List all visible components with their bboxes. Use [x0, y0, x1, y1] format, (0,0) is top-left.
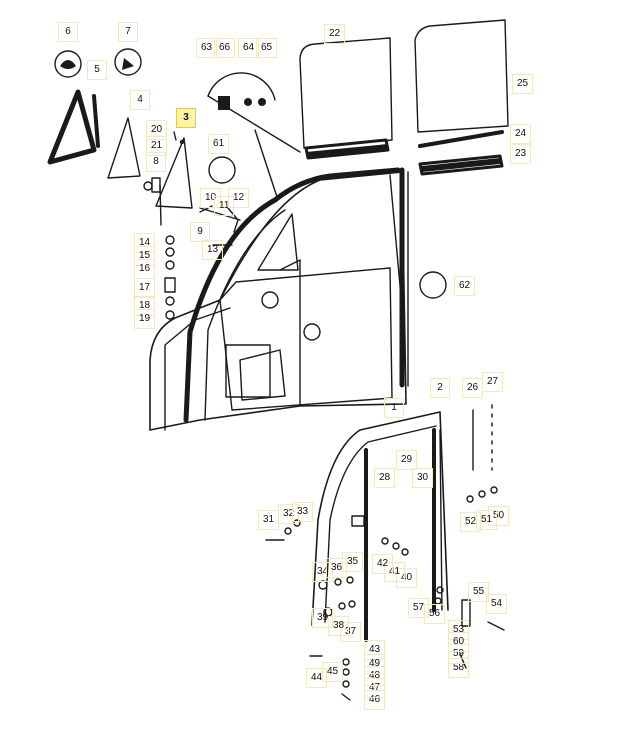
window-glass-25: [414, 19, 509, 133]
part-label-27[interactable]: 27: [482, 372, 504, 392]
window-channel-front: [183, 167, 401, 423]
part-label-25[interactable]: 25: [512, 74, 534, 94]
part-label-22[interactable]: 22: [324, 24, 346, 44]
part-label-56[interactable]: 56: [424, 604, 446, 624]
part-label-5[interactable]: 5: [87, 60, 107, 80]
detail-circle-6: [54, 50, 82, 78]
part-label-40[interactable]: 40: [396, 568, 418, 588]
part-label-51[interactable]: 51: [476, 510, 498, 530]
part-label-18[interactable]: 18: [134, 296, 156, 316]
part-label-31[interactable]: 31: [258, 510, 280, 530]
part-label-32[interactable]: 32: [278, 504, 300, 524]
part-label-52[interactable]: 52: [460, 512, 482, 532]
part-label-37[interactable]: 37: [340, 622, 362, 642]
part-label-55[interactable]: 55: [468, 582, 490, 602]
part-label-35[interactable]: 35: [342, 552, 364, 572]
part-label-9[interactable]: 9: [190, 222, 210, 242]
part-label-42[interactable]: 42: [372, 554, 394, 574]
window-glass-22: [299, 37, 393, 149]
part-label-34[interactable]: 34: [312, 562, 334, 582]
part-label-6[interactable]: 6: [58, 22, 78, 42]
vent-glass: [155, 137, 193, 209]
part-label-1[interactable]: 1: [384, 398, 404, 418]
part-label-2[interactable]: 2: [430, 378, 450, 398]
vent-window-frame: [107, 117, 141, 179]
part-label-16[interactable]: 16: [134, 259, 156, 279]
part-label-59[interactable]: 59: [448, 644, 470, 664]
part-label-10[interactable]: 10: [200, 188, 222, 208]
part-label-60[interactable]: 60: [448, 632, 470, 652]
part-label-53[interactable]: 53: [448, 620, 470, 640]
part-label-19[interactable]: 19: [134, 309, 156, 329]
part-label-21[interactable]: 21: [146, 136, 168, 156]
part-label-8[interactable]: 8: [146, 152, 166, 172]
part-label-54[interactable]: 54: [486, 594, 508, 614]
part-label-12[interactable]: 12: [228, 188, 250, 208]
part-label-63[interactable]: 63: [196, 38, 218, 58]
detail-circle-62: [419, 271, 447, 299]
part-label-47[interactable]: 47: [364, 678, 386, 698]
part-label-15[interactable]: 15: [134, 246, 156, 266]
detail-circle-61: [208, 156, 236, 184]
part-label-23[interactable]: 23: [510, 144, 532, 164]
part-label-65[interactable]: 65: [256, 38, 278, 58]
part-label-57[interactable]: 57: [408, 598, 430, 618]
part-label-20[interactable]: 20: [146, 120, 168, 140]
detail-circle-63: [207, 72, 276, 101]
part-label-7[interactable]: 7: [118, 22, 138, 42]
part-label-36[interactable]: 36: [326, 558, 348, 578]
detail-circle-7: [114, 48, 142, 76]
part-label-38[interactable]: 38: [328, 616, 350, 636]
part-label-14[interactable]: 14: [134, 233, 156, 253]
part-label-26[interactable]: 26: [462, 378, 484, 398]
part-label-50[interactable]: 50: [488, 506, 510, 526]
part-label-30[interactable]: 30: [412, 468, 434, 488]
vent-window-seal: [47, 89, 97, 165]
part-label-39[interactable]: 39: [312, 608, 334, 628]
part-label-3[interactable]: 3: [176, 108, 196, 128]
part-label-64[interactable]: 64: [238, 38, 260, 58]
part-label-41[interactable]: 41: [384, 562, 406, 582]
part-label-43[interactable]: 43: [364, 640, 386, 660]
part-label-49[interactable]: 49: [364, 654, 386, 674]
part-label-28[interactable]: 28: [374, 468, 396, 488]
part-label-4[interactable]: 4: [130, 90, 150, 110]
part-label-44[interactable]: 44: [306, 668, 328, 688]
part-label-11[interactable]: 11: [214, 196, 235, 216]
part-label-48[interactable]: 48: [364, 666, 386, 686]
part-label-29[interactable]: 29: [396, 450, 418, 470]
part-label-62[interactable]: 62: [454, 276, 476, 296]
part-label-45[interactable]: 45: [322, 662, 344, 682]
part-label-61[interactable]: 61: [208, 134, 230, 154]
part-label-66[interactable]: 66: [214, 38, 236, 58]
part-label-46[interactable]: 46: [364, 690, 386, 710]
part-label-13[interactable]: 13: [202, 240, 224, 260]
window-regulator-frame: [311, 411, 449, 626]
part-label-17[interactable]: 17: [134, 278, 156, 298]
part-label-24[interactable]: 24: [510, 124, 532, 144]
part-label-33[interactable]: 33: [292, 502, 314, 522]
part-label-58[interactable]: 58: [448, 658, 470, 678]
